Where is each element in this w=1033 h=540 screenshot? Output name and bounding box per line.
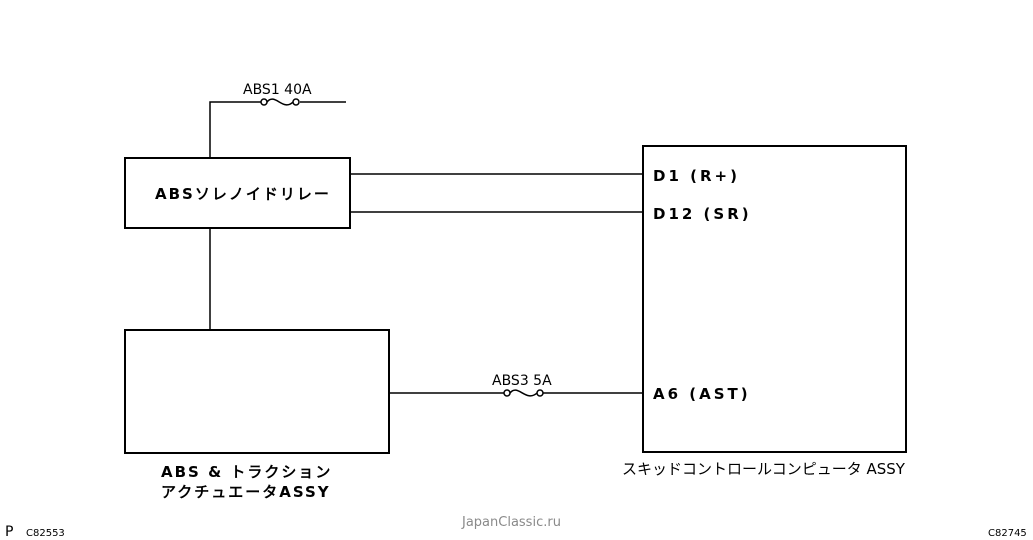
- computer-label: スキッドコントロールコンピュータ ASSY: [622, 460, 906, 478]
- code-left: C82553: [26, 528, 65, 539]
- pin-d12-label: D12 (SR): [653, 205, 752, 223]
- relay-box: [124, 157, 351, 229]
- fuse-abs3-label: ABS3 5A: [492, 373, 552, 389]
- actuator-label-line2: アクチュエータASSY: [161, 483, 331, 501]
- fuse-abs1-label: ABS1 40A: [243, 82, 312, 98]
- watermark: JapanClassic.ru: [461, 515, 561, 530]
- wire-fuse-abs1: [209, 101, 262, 158]
- computer-box: [642, 145, 907, 453]
- page-letter: P: [5, 524, 13, 540]
- pin-a6-label: A6 (AST): [653, 385, 751, 403]
- actuator-label-line1: ABS & トラクション: [161, 463, 332, 481]
- relay-label: ABSソレノイドリレー: [155, 185, 331, 203]
- code-right: C82745: [988, 528, 1027, 539]
- fuse-abs3: [503, 389, 544, 397]
- fuse-abs1: [260, 98, 300, 106]
- pin-d1-label: D1 (R+): [653, 167, 740, 185]
- actuator-box: [124, 329, 390, 454]
